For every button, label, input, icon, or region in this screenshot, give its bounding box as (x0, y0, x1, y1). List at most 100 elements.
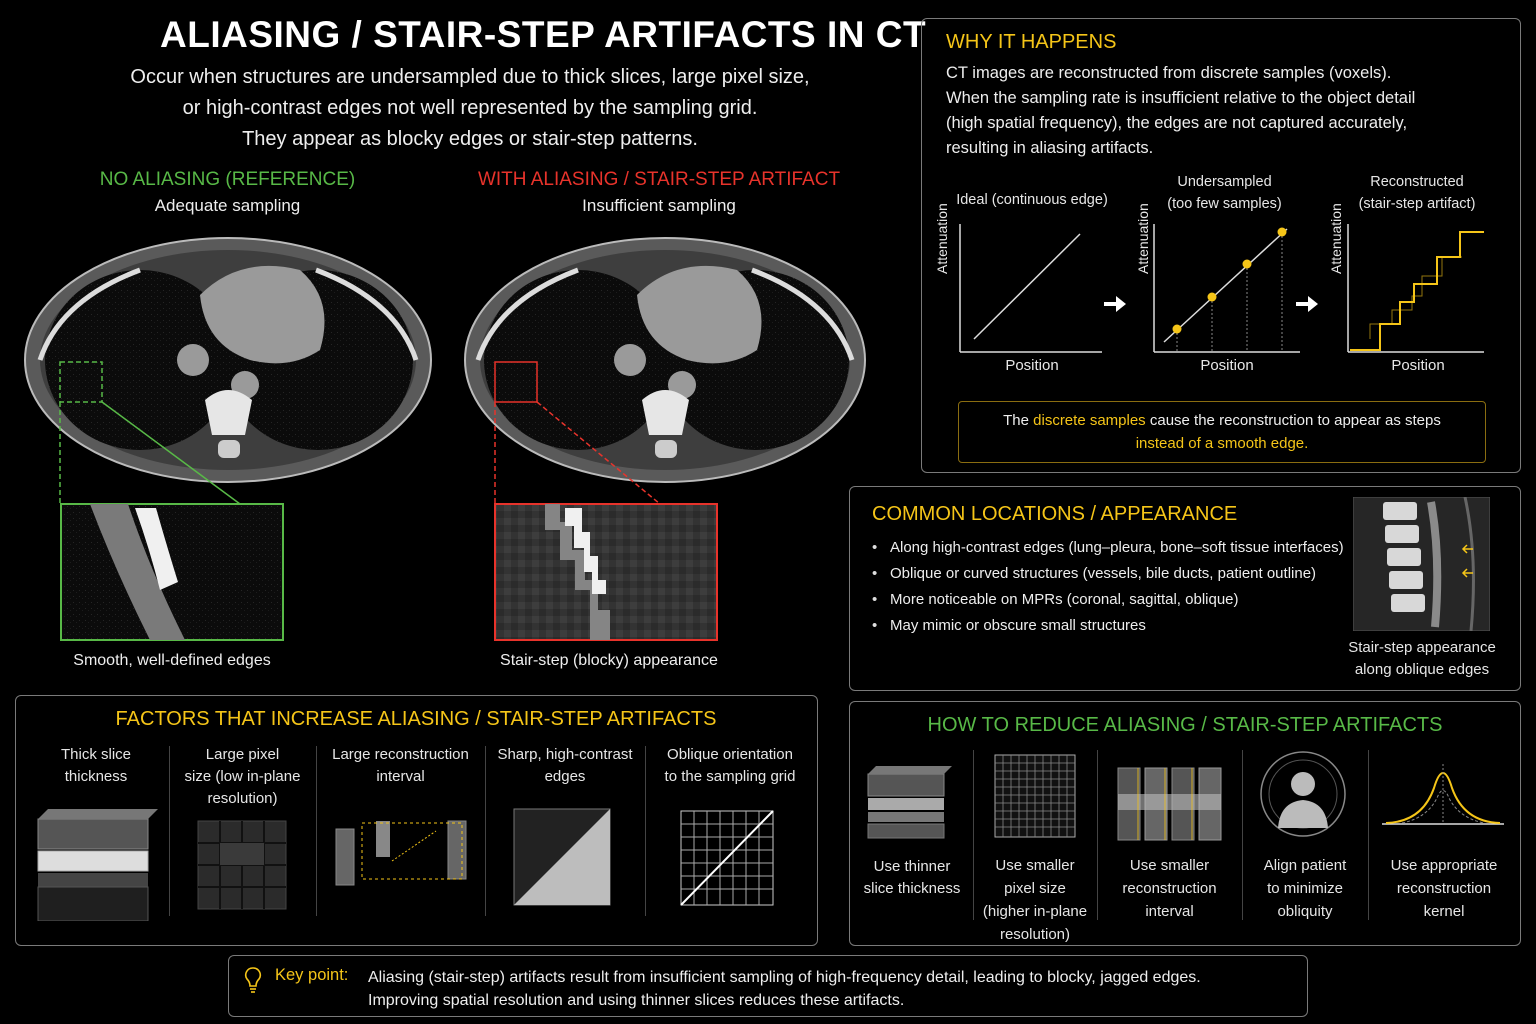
note-highlight: instead of a smooth edge. (1135, 435, 1309, 452)
factor-line: Thick slice (60, 746, 131, 763)
why-title: WHY IT HAPPENS (946, 31, 1117, 53)
reduce-line: to minimize (1267, 880, 1343, 897)
keypoint-line: Improving spatial resolution and using t… (368, 992, 905, 1009)
factor-line: interval (376, 768, 425, 785)
list-item: May mimic or obscure small structures (872, 617, 1344, 634)
ylabel-ideal: Attenuation (934, 203, 950, 274)
reduce-line: Use smaller (1129, 857, 1210, 874)
caption-line: along oblique edges (1354, 661, 1490, 678)
locations-title: COMMON LOCATIONS / APPEARANCE (872, 503, 1238, 525)
factors-icons (37, 808, 774, 921)
reference-heading: NO ALIASING (REFERENCE) (99, 169, 356, 190)
artifact-ct-slice (464, 237, 866, 505)
reduce-label-pixel-size: Use smaller pixel size (higher in-plane … (973, 854, 1097, 946)
keypoint-text: Aliasing (stair-step) artifacts result f… (368, 966, 1201, 1012)
plot-title-line: Reconstructed (1370, 174, 1464, 190)
reduce-icons (867, 751, 1504, 841)
reduce-line: obliquity (1277, 903, 1333, 920)
artifact-caption: Stair-step (blocky) appearance (500, 652, 718, 669)
list-item: Along high-contrast edges (lung–pleura, … (872, 539, 1344, 556)
ylabel-undersampled: Attenuation (1135, 203, 1151, 274)
factors-panel: FACTORS THAT INCREASE ALIASING / STAIR-S… (15, 695, 818, 946)
subtitle-line: They appear as blocky edges or stair-ste… (242, 128, 698, 150)
sample-point (1242, 259, 1252, 269)
arrow-icon (1104, 296, 1126, 312)
reduce-line: reconstruction (1122, 880, 1217, 897)
reconstructed-plot (1347, 224, 1484, 353)
caption-line: Stair-step appearance (1348, 639, 1496, 656)
factor-label-oblique: Oblique orientation to the sampling grid (645, 744, 815, 788)
reduce-panel: HOW TO REDUCE ALIASING / STAIR-STEP ARTI… (849, 701, 1521, 946)
reference-caption: Smooth, well-defined edges (73, 652, 271, 669)
sample-point (1207, 292, 1217, 302)
page-title: ALIASING / STAIR-STEP ARTIFACTS IN CT (160, 14, 927, 55)
reduce-line: Use smaller (995, 857, 1075, 874)
plot-title-line: Undersampled (1177, 174, 1272, 190)
ylabel-reconstructed: Attenuation (1328, 203, 1344, 274)
sample-point (1277, 227, 1287, 237)
subtitle-line: Occur when structures are undersampled d… (130, 66, 810, 88)
sagittal-spine-image (1353, 497, 1490, 631)
note-text: cause the reconstruction to appear as st… (1145, 412, 1441, 429)
why-note: The discrete samples cause the reconstru… (958, 401, 1486, 463)
reduce-line: Use appropriate (1390, 857, 1498, 874)
factors-title: FACTORS THAT INCREASE ALIASING / STAIR-S… (115, 708, 717, 730)
note-highlight: discrete samples (1033, 412, 1146, 429)
plot-title-undersampled: Undersampled (too few samples) (1137, 171, 1312, 215)
note-text: The (1003, 412, 1034, 429)
factor-label-recon-interval: Large reconstruction interval (316, 744, 485, 788)
factor-line: size (low in-plane (184, 768, 301, 785)
factor-label-sharp-edges: Sharp, high-contrast edges (485, 744, 645, 788)
xlabel-ideal: Position (1005, 357, 1059, 374)
reduce-label-thinner-slices: Use thinner slice thickness (852, 856, 972, 900)
reduce-line: kernel (1423, 903, 1465, 920)
list-item: Oblique or curved structures (vessels, b… (872, 565, 1344, 582)
slice-interval-icon (335, 820, 467, 886)
why-line: When the sampling rate is insufficient r… (946, 89, 1416, 107)
why-line: CT images are reconstructed from discret… (946, 64, 1392, 82)
arrow-icon (1296, 296, 1318, 312)
reduce-line: pixel size (1004, 880, 1066, 897)
coarse-grid-icon (197, 820, 287, 910)
locations-list: Along high-contrast edges (lung–pleura, … (872, 539, 1344, 643)
factor-line: resolution) (207, 790, 278, 807)
reduce-line: Align patient (1263, 857, 1347, 874)
reduce-line: slice thickness (863, 880, 961, 897)
artifact-zoom-inset (494, 503, 718, 641)
why-description: CT images are reconstructed from discret… (946, 61, 1506, 161)
reduce-title: HOW TO REDUCE ALIASING / STAIR-STEP ARTI… (927, 714, 1443, 736)
sample-point (1172, 324, 1182, 334)
why-line: resulting in aliasing artifacts. (946, 139, 1154, 157)
keypoint-panel: Key point: Aliasing (stair-step) artifac… (228, 955, 1308, 1017)
list-item: More noticeable on MPRs (coronal, sagitt… (872, 591, 1344, 608)
lightbulb-icon (244, 967, 262, 993)
note-line-1: The discrete samples cause the reconstru… (959, 409, 1485, 432)
keypoint-line: Aliasing (stair-step) artifacts result f… (368, 969, 1201, 986)
reduce-label-align-patient: Align patient to minimize obliquity (1242, 854, 1368, 923)
plot-title-line: (too few samples) (1167, 196, 1282, 212)
arrow-icon (1461, 568, 1473, 578)
factor-line: Sharp, high-contrast (497, 746, 633, 763)
factor-label-slice-thickness: Thick slice thickness (21, 744, 171, 788)
factor-label-pixel-size: Large pixel size (low in-plane resolutio… (169, 744, 316, 810)
why-panel: WHY IT HAPPENS CT images are reconstruct… (921, 18, 1521, 473)
contrast-edge-icon (513, 808, 611, 906)
arrow-icon (1461, 544, 1473, 554)
plot-title-ideal: Ideal (continuous edge) (956, 192, 1108, 208)
thin-slices-icon (867, 766, 952, 839)
reduce-line: reconstruction (1396, 880, 1492, 897)
reduce-line: Use thinner (873, 858, 951, 875)
reduce-label-recon-interval: Use smaller reconstruction interval (1097, 854, 1242, 923)
reduce-line: resolution) (999, 926, 1071, 943)
factor-line: Large reconstruction (332, 746, 469, 763)
sampling-plots (959, 224, 1484, 353)
reference-zoom-inset (60, 503, 284, 641)
ct-comparison-graphic (24, 237, 866, 641)
reference-ct-slice (24, 237, 432, 505)
fine-grid-icon (994, 754, 1076, 838)
factor-line: thickness (64, 768, 128, 785)
keypoint-label: Key point: (275, 966, 349, 984)
reduce-line: (higher in-plane (982, 903, 1088, 920)
page-subtitle: Occur when structures are undersampled d… (40, 62, 900, 155)
xlabel-undersampled: Position (1200, 357, 1254, 374)
